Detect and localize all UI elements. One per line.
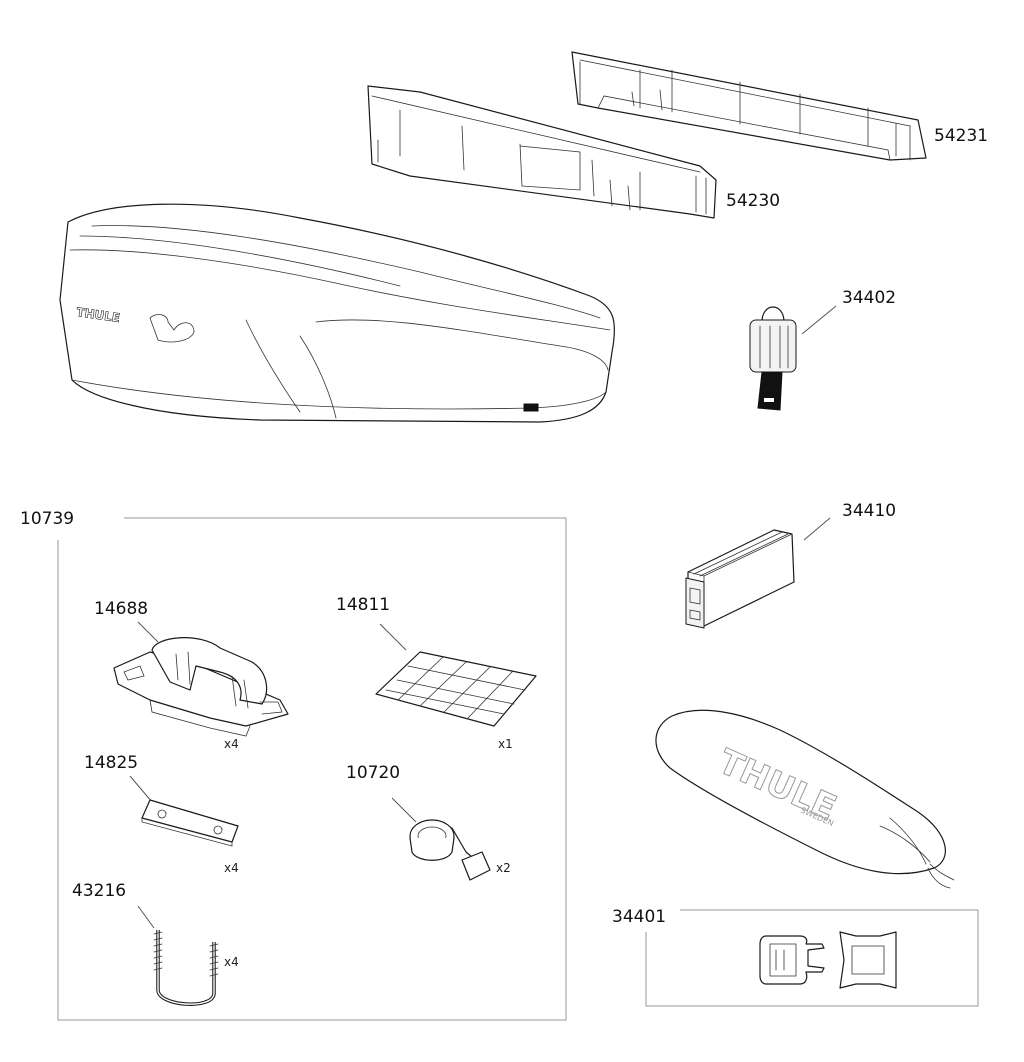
pad-sheet-14811 <box>375 651 537 727</box>
strap-10720 <box>409 819 491 881</box>
roof-box-bag: THULE <box>59 203 616 423</box>
kit-frame-34401 <box>645 909 979 1007</box>
qty-14825: x4 <box>224 861 239 875</box>
label-34410: 34410 <box>842 501 896 521</box>
qty-43216: x4 <box>224 955 239 969</box>
label-34402: 34402 <box>842 288 896 308</box>
plate-14825 <box>141 799 239 847</box>
label-10720: 10720 <box>346 763 400 783</box>
label-14811: 14811 <box>336 595 390 615</box>
label-54231: 54231 <box>934 126 988 146</box>
qty-14811: x1 <box>498 737 513 751</box>
qty-10720: x2 <box>496 861 511 875</box>
buckle-34401 <box>759 931 897 989</box>
kit-frame-10739 <box>57 517 567 1021</box>
rail-profile-34410 <box>685 529 795 629</box>
qty-14688: x4 <box>224 737 239 751</box>
box-logo: THULE <box>76 305 121 325</box>
tray-54231 <box>571 51 927 161</box>
label-14688: 14688 <box>94 599 148 619</box>
lock-key-34402 <box>749 306 797 411</box>
clamp-14688 <box>113 637 289 737</box>
label-34401: 34401 <box>612 907 666 927</box>
label-54230: 54230 <box>726 191 780 211</box>
storage-bag: THULE SWEDEN <box>655 709 955 889</box>
label-14825: 14825 <box>84 753 138 773</box>
u-bolt-43216 <box>153 930 219 1006</box>
label-10739: 10739 <box>20 509 74 529</box>
label-43216: 43216 <box>72 881 126 901</box>
tray-54230 <box>367 85 717 219</box>
